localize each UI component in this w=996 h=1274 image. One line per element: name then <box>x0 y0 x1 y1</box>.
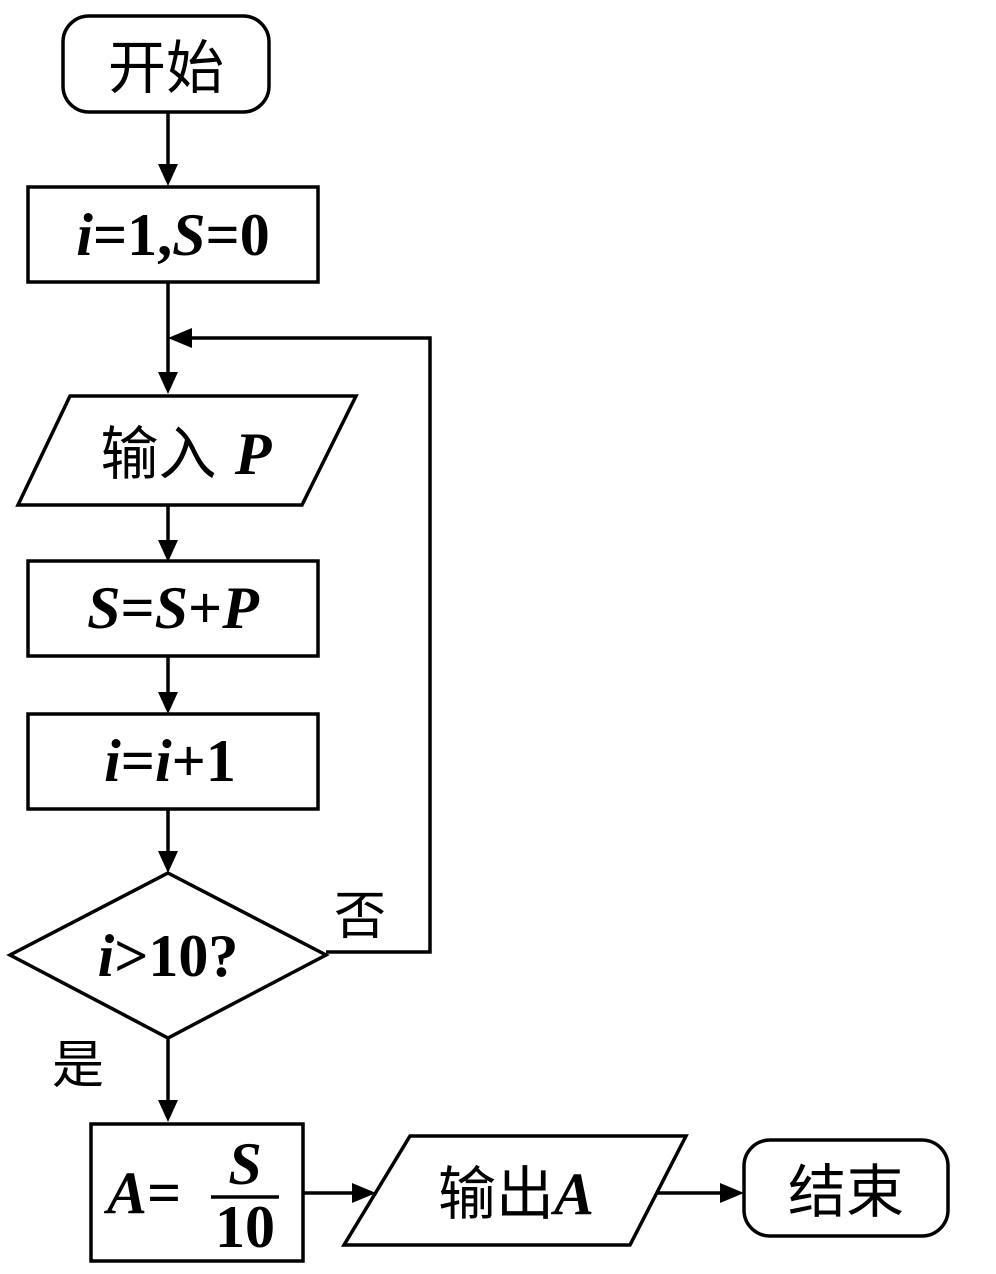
branch-no-label: 否 <box>334 887 386 947</box>
output-io: 输出A <box>340 1134 689 1247</box>
arrowheads <box>158 164 744 1203</box>
average-lhs: A= <box>103 1160 181 1226</box>
start-terminal: 开始 <box>61 14 271 114</box>
input-io: 输入 P <box>15 394 359 507</box>
output-label: 输出A <box>438 1160 594 1228</box>
arrow-down-icon <box>158 851 178 873</box>
sum-label: S=S+P <box>87 575 260 641</box>
init-label: i=1,S=0 <box>76 202 269 268</box>
decision: i>10? <box>6 871 330 1040</box>
start-label: 开始 <box>108 34 224 102</box>
branch-yes-label: 是 <box>52 1036 104 1096</box>
sum-process: S=S+P <box>26 559 320 658</box>
decision-label: i>10? <box>98 923 239 989</box>
fraction-numerator: S <box>228 1131 261 1197</box>
arrow-down-icon <box>158 164 178 186</box>
arrow-down-icon <box>158 372 178 394</box>
average-process: A= S 10 <box>89 1122 305 1263</box>
arrow-right-icon <box>352 1183 376 1203</box>
fraction-denominator: 10 <box>215 1194 275 1260</box>
end-terminal: 结束 <box>742 1138 950 1238</box>
connectors <box>166 112 722 1195</box>
arrow-down-icon <box>158 1100 178 1122</box>
arrow-left-icon <box>168 328 192 348</box>
arrow-down-icon <box>158 692 178 714</box>
increment-process: i=i+1 <box>26 712 320 811</box>
loop-back-line <box>190 336 432 954</box>
end-label: 结束 <box>788 1158 904 1226</box>
input-label: 输入 P <box>100 420 272 488</box>
arrow-down-icon <box>158 540 178 562</box>
arrow-right-icon <box>720 1183 744 1203</box>
increment-label: i=i+1 <box>104 728 236 794</box>
init-process: i=1,S=0 <box>26 185 320 284</box>
